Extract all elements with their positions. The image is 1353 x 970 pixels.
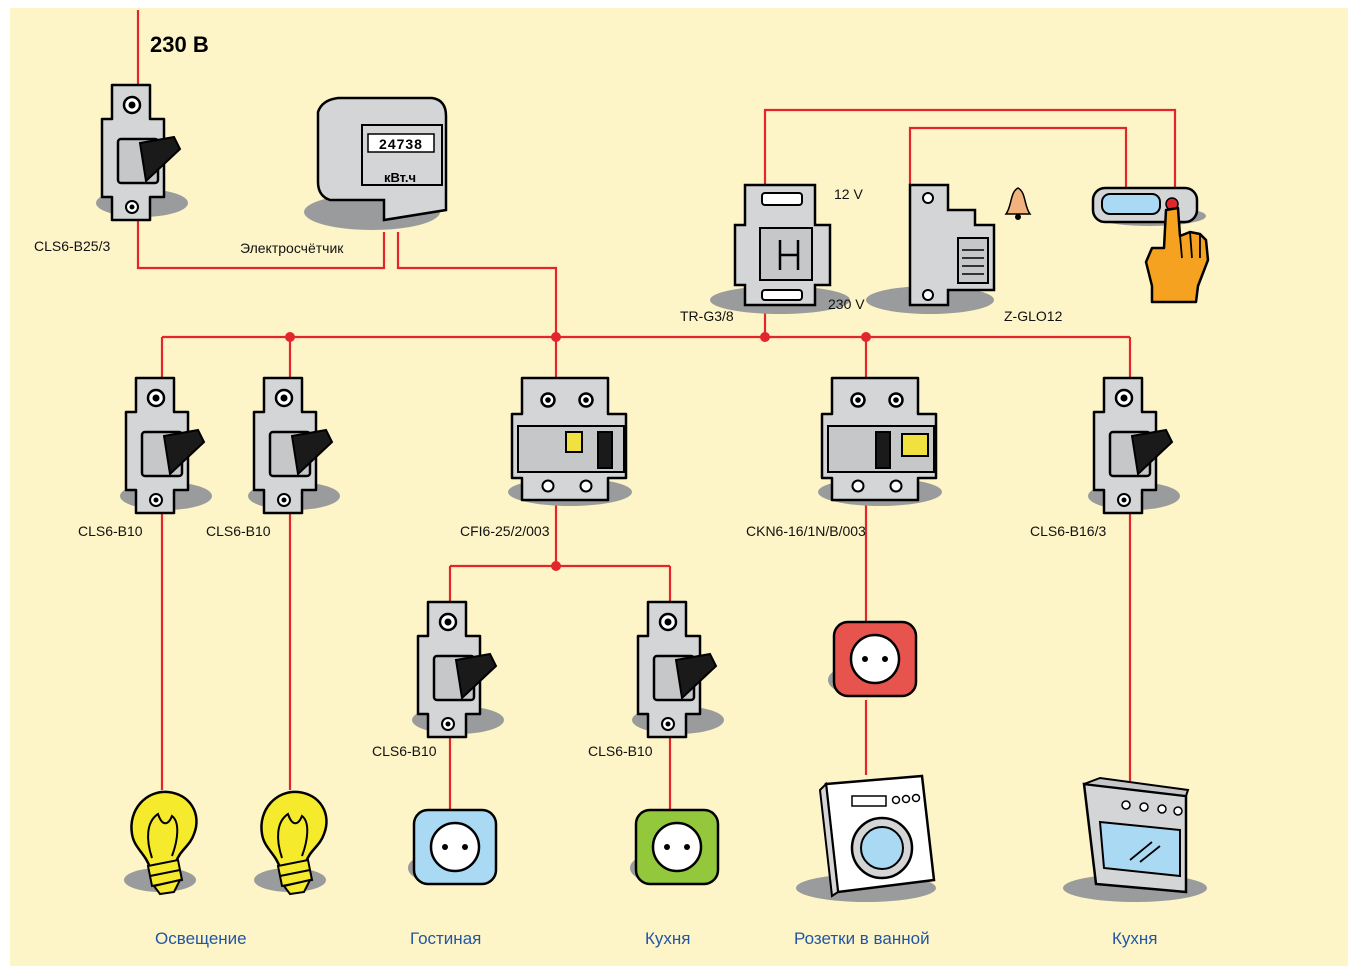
transformer-device	[710, 183, 850, 314]
push-button-device	[1091, 186, 1206, 226]
transformer-out-voltage: 12 V	[834, 186, 863, 202]
meter-digits: 24738	[379, 136, 423, 152]
bell-icon	[1004, 187, 1032, 220]
junctions	[285, 332, 871, 571]
transformer-label: TR-G3/8	[680, 308, 734, 324]
branch-4-breaker-label: CKN6-16/1N/B/003	[746, 523, 866, 539]
caption-living-room: Гостиная	[410, 929, 482, 948]
bell-unit-label: Z-GLO12	[1004, 308, 1063, 324]
bell-unit-device	[866, 183, 996, 314]
main-breaker-label: CLS6-B25/3	[34, 238, 111, 254]
socket-bathroom-icon	[826, 620, 918, 698]
sub-branch-2-breaker-label: CLS6-B10	[588, 743, 653, 759]
caption-bathroom-sockets: Розетки в ванной	[794, 929, 930, 948]
rcbo-ckn6-device	[816, 376, 944, 508]
supply-voltage-label: 230 В	[150, 32, 209, 57]
washing-machine-icon	[796, 774, 936, 902]
branch-2-breaker-label: CLS6-B10	[206, 523, 271, 539]
caption-lighting: Освещение	[155, 929, 247, 948]
top-strip	[0, 0, 1353, 6]
caption-kitchen-stove: Кухня	[1112, 929, 1158, 948]
hand-icon	[1144, 206, 1210, 304]
rcd-cfi6-device	[506, 376, 634, 508]
branch-5-breaker-label: CLS6-B16/3	[1030, 523, 1107, 539]
wires	[136, 10, 1177, 810]
meter-unit: кВт.ч	[384, 170, 416, 185]
sub-branch-1-breaker-label: CLS6-B10	[372, 743, 437, 759]
branch-3-breaker-label: CFI6-25/2/003	[460, 523, 550, 539]
meter-label: Электросчётчик	[240, 240, 344, 256]
stove-icon	[1063, 776, 1207, 902]
transformer-in-voltage: 230 V	[828, 296, 865, 312]
socket-kitchen-icon	[628, 808, 720, 886]
branch-1-breaker-label: CLS6-B10	[78, 523, 143, 539]
socket-living-room-icon	[406, 808, 498, 886]
caption-kitchen-sockets: Кухня	[645, 929, 691, 948]
meter-device: 24738 кВт.ч	[304, 96, 448, 230]
